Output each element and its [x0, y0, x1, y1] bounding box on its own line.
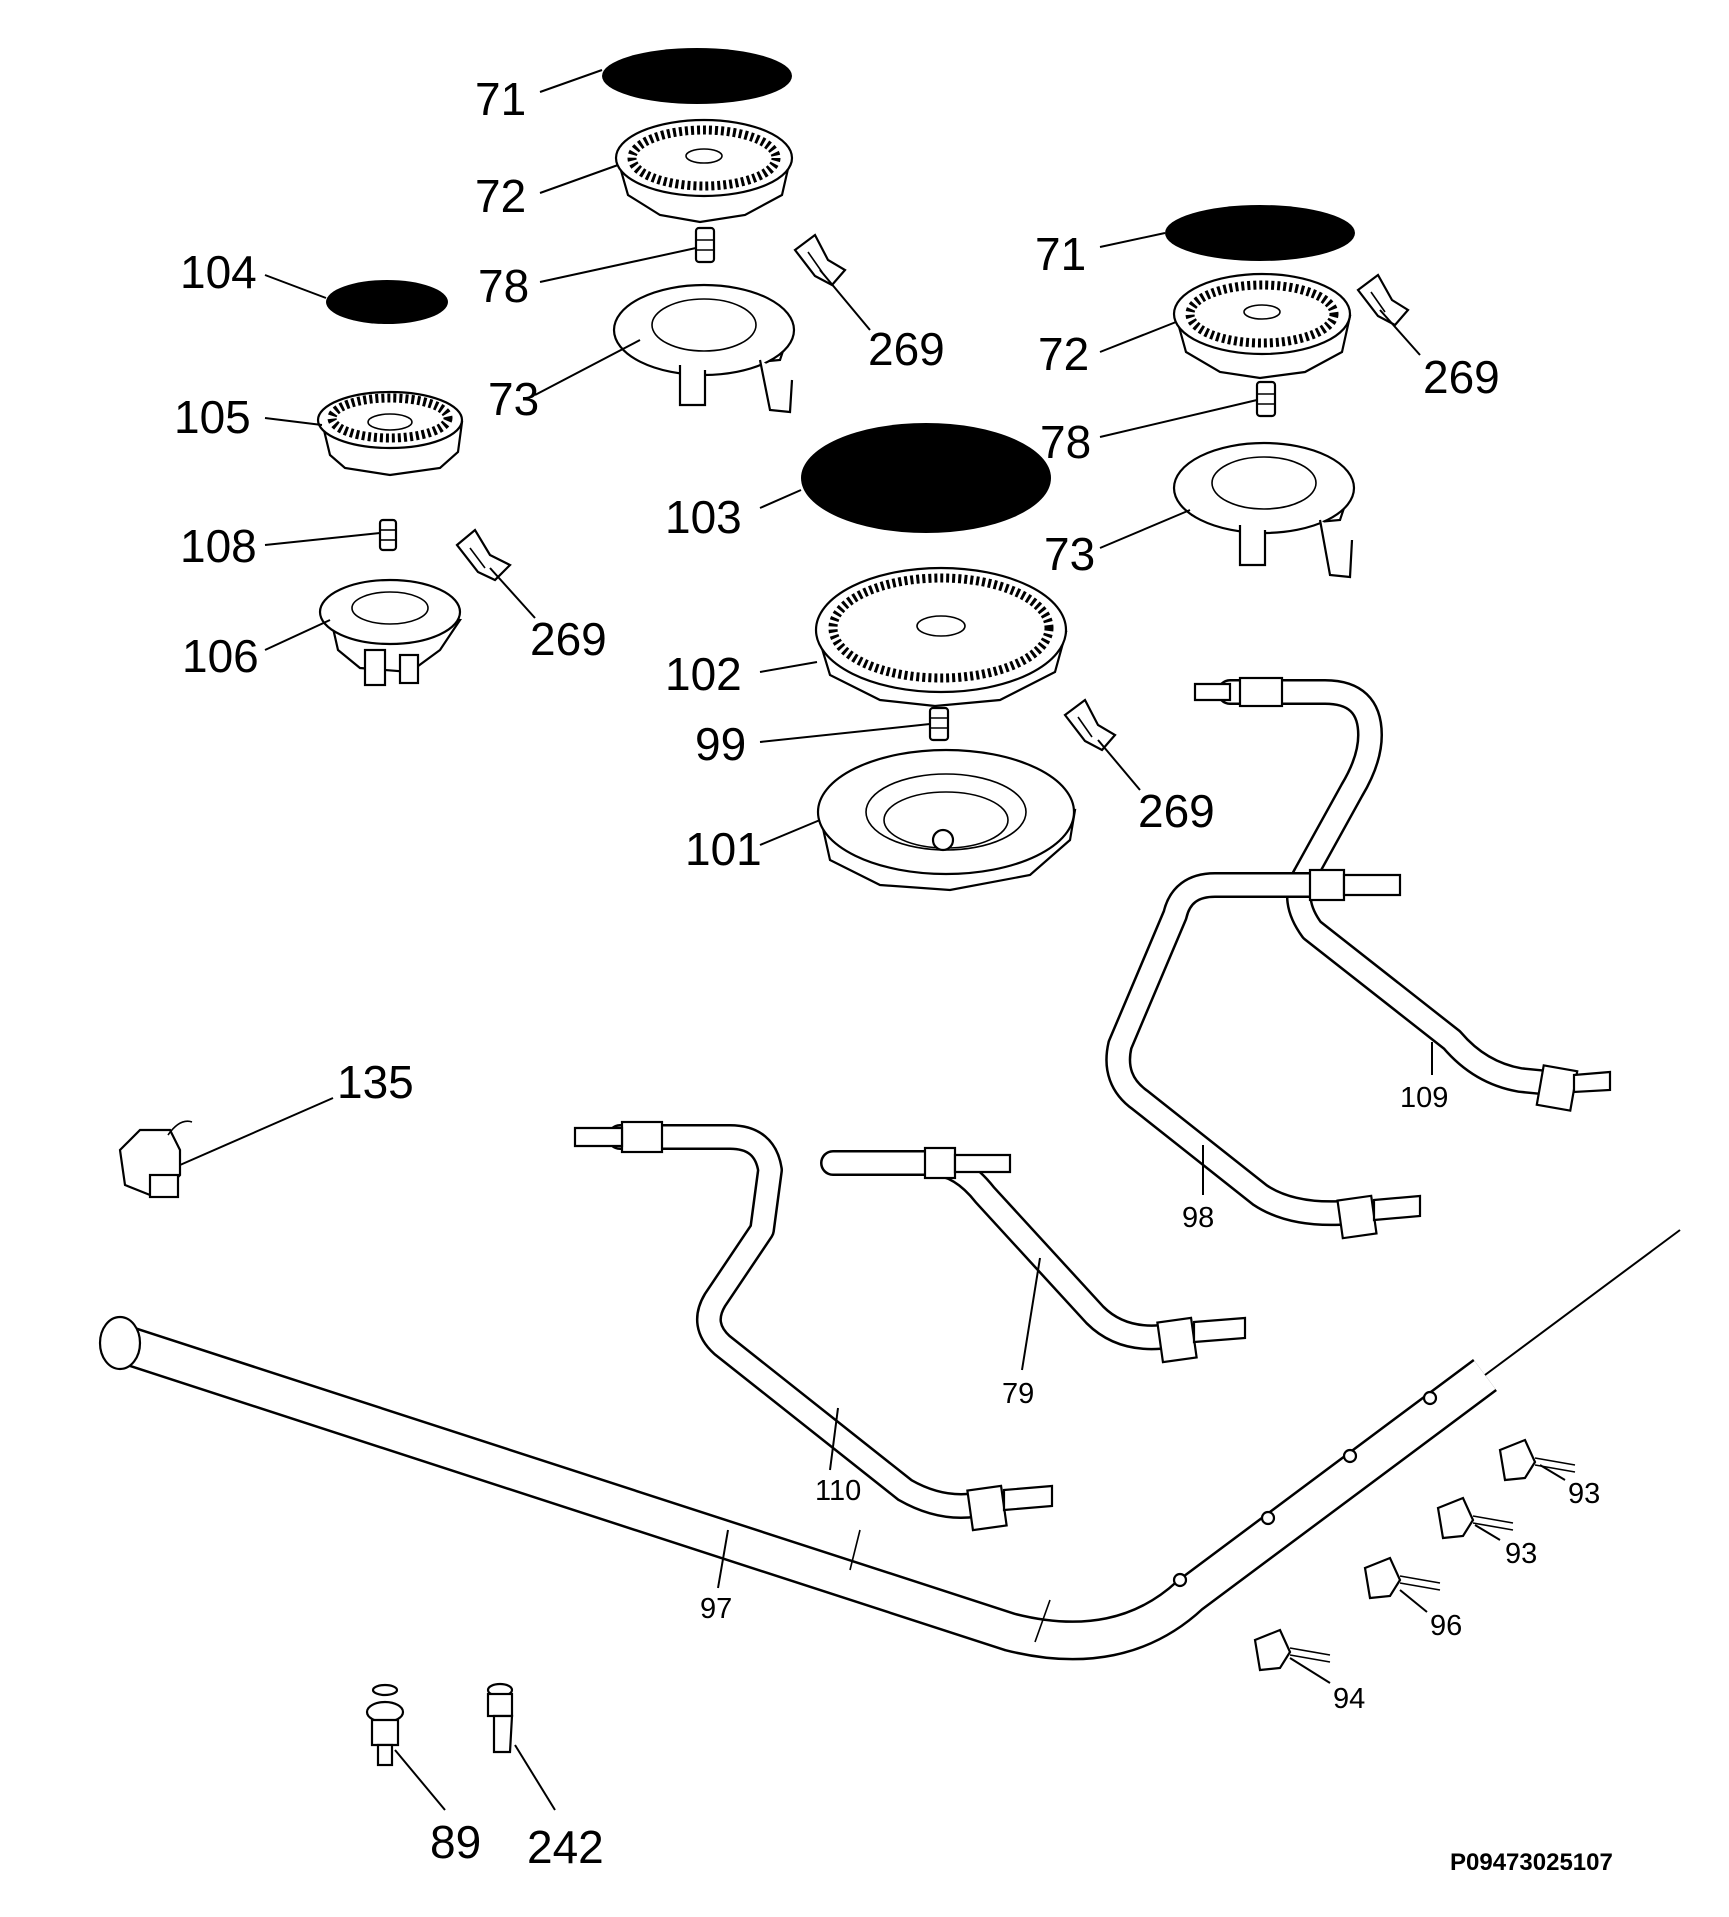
label-73-right: 73 — [1044, 528, 1095, 580]
label-96: 96 — [1430, 1610, 1462, 1642]
label-71-right: 71 — [1035, 228, 1086, 280]
part-labels: 71 72 78 73 269 104 105 108 106 269 71 7… — [174, 73, 1613, 1876]
label-78-left: 78 — [478, 260, 529, 312]
burner-cap-104[interactable] — [326, 280, 448, 324]
injector-78-left[interactable] — [694, 226, 716, 264]
label-73-left: 73 — [488, 373, 539, 425]
burner-cap-71-left[interactable] — [602, 48, 792, 104]
burner-base-73-right[interactable] — [1172, 441, 1356, 579]
label-97: 97 — [700, 1593, 732, 1625]
label-79: 79 — [1002, 1378, 1034, 1410]
burner-crown-102[interactable] — [814, 566, 1068, 708]
label-269-right: 269 — [1423, 351, 1500, 403]
clip-269-right[interactable] — [1356, 273, 1410, 327]
valve-93-b[interactable] — [1436, 1496, 1514, 1540]
label-71-left: 71 — [475, 73, 526, 125]
gas-pipe-79[interactable] — [820, 1146, 1247, 1364]
burner-crown-105[interactable] — [316, 390, 464, 477]
label-105: 105 — [174, 391, 251, 443]
injector-99[interactable] — [928, 706, 950, 742]
valve-96[interactable] — [1363, 1556, 1441, 1600]
label-98: 98 — [1182, 1202, 1214, 1234]
label-269-center: 269 — [1138, 785, 1215, 837]
label-106: 106 — [182, 630, 259, 682]
burner-cap-71-right[interactable] — [1165, 205, 1355, 261]
leader-lines — [179, 69, 1566, 1811]
label-269-left: 269 — [530, 613, 607, 665]
injector-78-right[interactable] — [1255, 380, 1277, 418]
fitting-89[interactable] — [365, 1683, 405, 1767]
label-110: 110 — [815, 1475, 861, 1507]
label-108: 108 — [180, 520, 257, 572]
label-89: 89 — [430, 1816, 481, 1868]
gas-pipe-98[interactable] — [1105, 868, 1422, 1240]
burner-base-106[interactable] — [318, 578, 463, 687]
fitting-242[interactable] — [486, 1682, 514, 1754]
label-72-left: 72 — [475, 170, 526, 222]
valve-93-a[interactable] — [1498, 1438, 1576, 1482]
burner-crown-72-left[interactable] — [614, 118, 794, 224]
label-103: 103 — [665, 491, 742, 543]
label-104: 104 — [180, 246, 257, 298]
label-135: 135 — [337, 1056, 414, 1108]
label-102: 102 — [665, 648, 742, 700]
label-72-right: 72 — [1038, 328, 1089, 380]
label-242: 242 — [527, 1821, 604, 1873]
main-gas-manifold-97[interactable] — [98, 1315, 1497, 1661]
drawing-code: P09473025107 — [1450, 1849, 1613, 1876]
gas-pipe-110[interactable] — [573, 1120, 1054, 1532]
label-93-b: 93 — [1505, 1538, 1537, 1570]
clip-269-top[interactable] — [793, 233, 847, 287]
label-99: 99 — [695, 718, 746, 770]
burner-base-101[interactable] — [816, 748, 1077, 892]
clip-269-left[interactable] — [455, 528, 512, 582]
label-78-right: 78 — [1040, 416, 1091, 468]
valve-94[interactable] — [1253, 1628, 1331, 1672]
clip-269-center[interactable] — [1063, 698, 1117, 752]
manifold-extension-line — [1484, 1229, 1681, 1376]
label-101: 101 — [685, 823, 762, 875]
label-93-a: 93 — [1568, 1478, 1600, 1510]
label-109: 109 — [1400, 1082, 1448, 1114]
injector-108[interactable] — [378, 518, 398, 552]
burner-base-73-left[interactable] — [612, 283, 796, 414]
burner-crown-72-right[interactable] — [1172, 272, 1352, 380]
burner-cap-103[interactable] — [801, 423, 1051, 533]
connector-135[interactable] — [118, 1120, 193, 1199]
label-269-top: 269 — [868, 323, 945, 375]
label-94: 94 — [1333, 1683, 1365, 1715]
